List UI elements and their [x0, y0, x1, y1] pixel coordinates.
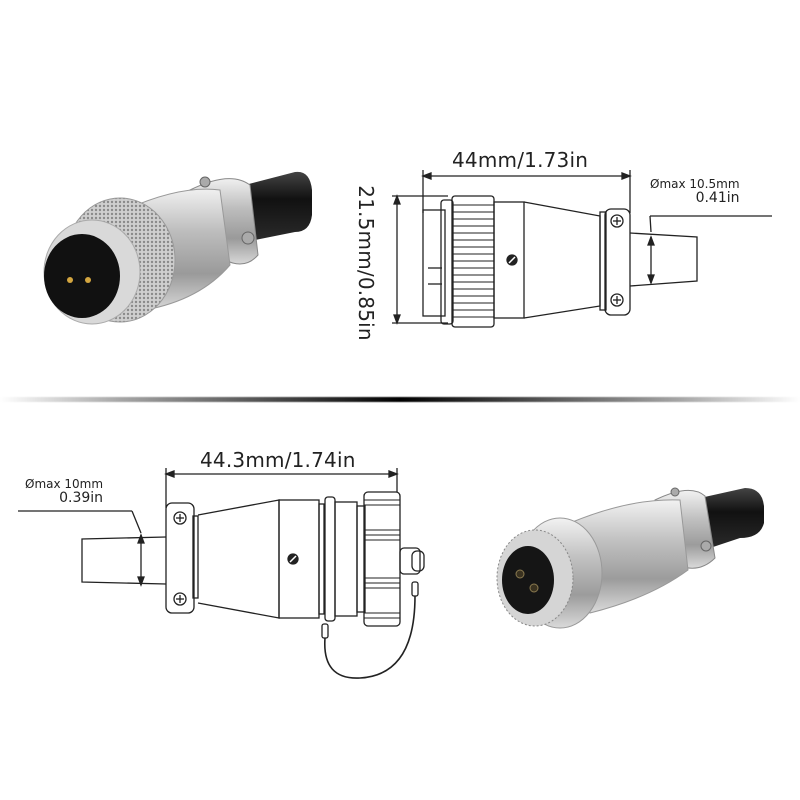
pin-icon [67, 277, 73, 283]
pin-socket-icon [515, 569, 525, 579]
section-divider [0, 397, 800, 402]
length-dimension-label: 44mm/1.73in [452, 148, 589, 172]
cable-diameter-label: Ømax 10mm 0.39in [25, 477, 104, 506]
pin-icon [85, 277, 91, 283]
clamp-screw-icon [700, 540, 712, 552]
pin-socket-icon [529, 583, 539, 593]
female-socket-photo [496, 487, 764, 629]
cable [700, 488, 764, 548]
length-dimension-label: 44.3mm/1.74in [200, 448, 356, 472]
cable [245, 171, 312, 240]
cable-diameter-label: Ømax 10.5mm 0.41in [650, 177, 740, 206]
clamp-screw-icon [241, 231, 255, 245]
dust-cap [399, 547, 421, 575]
male-plug-photo [43, 171, 312, 325]
female-socket-drawing [18, 468, 425, 679]
male-plug-drawing [392, 170, 772, 328]
